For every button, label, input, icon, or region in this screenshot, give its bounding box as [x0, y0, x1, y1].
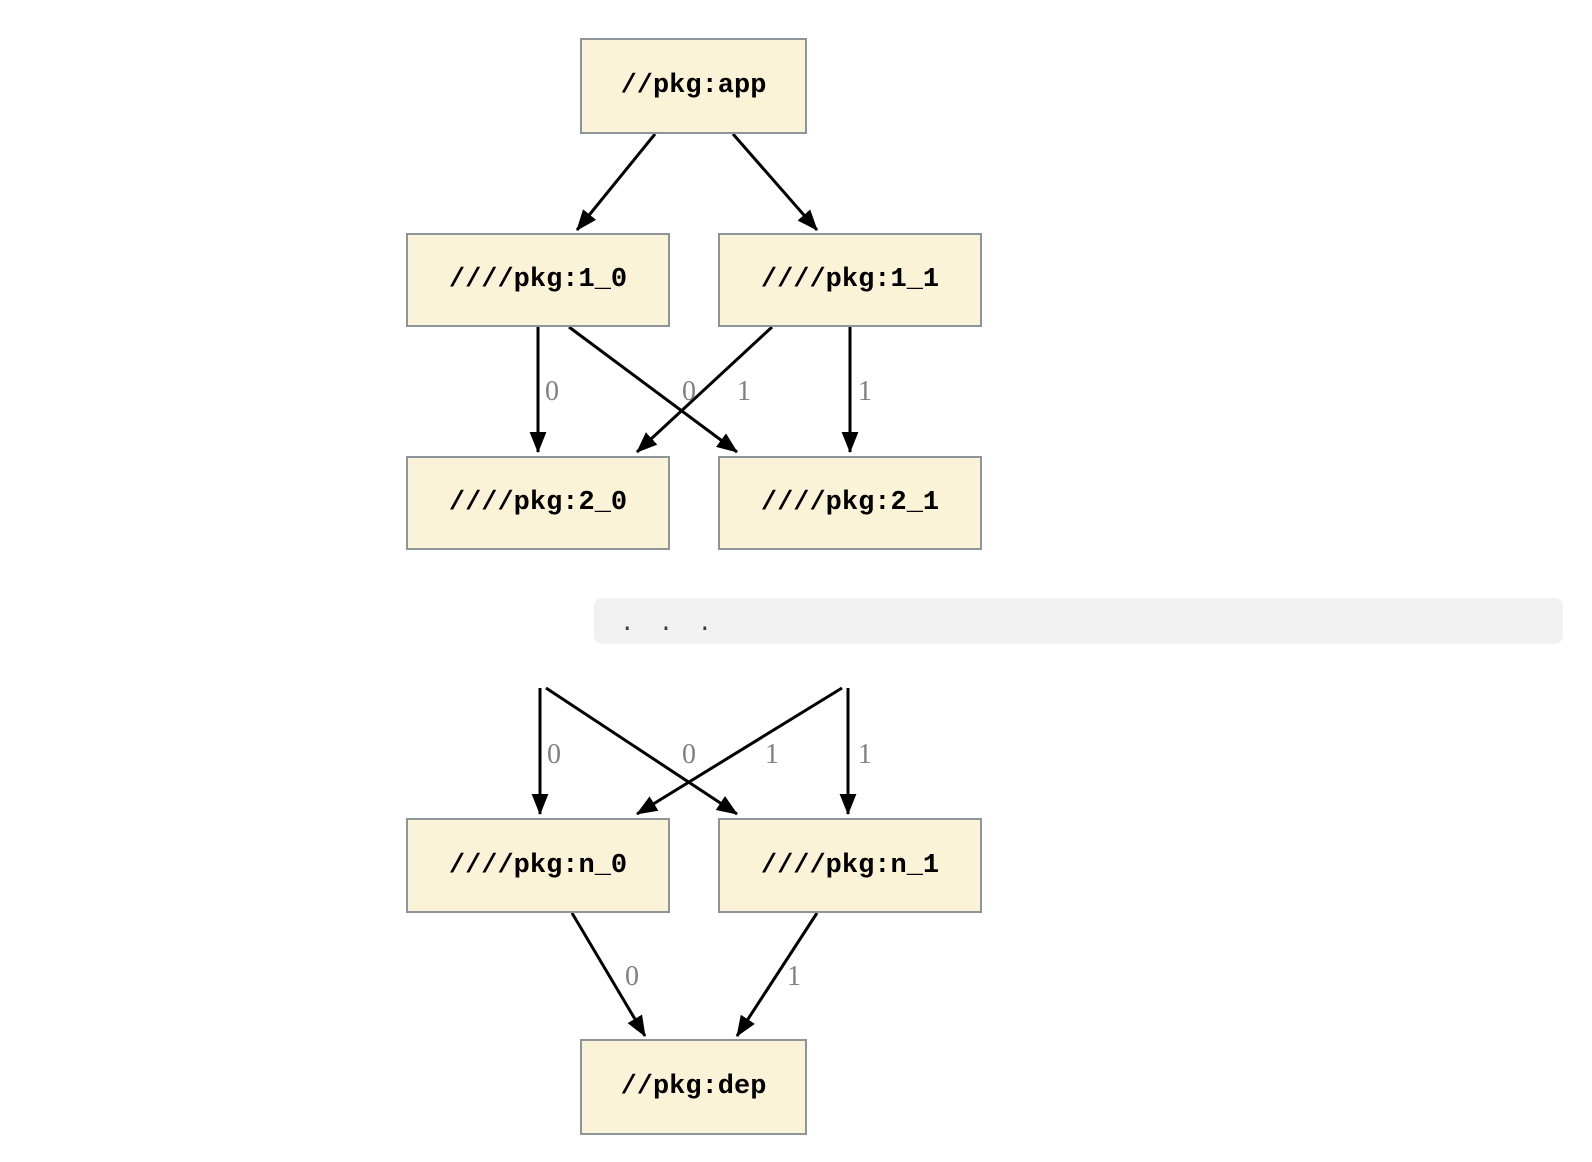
- edge-n_1-to-dep: [735, 912, 819, 1037]
- node-pkg-dep: //pkg:dep: [580, 1039, 807, 1135]
- edge-label: 0: [545, 376, 559, 407]
- edge-label: 1: [765, 739, 779, 770]
- edge-1_1-to-2_0: [635, 325, 774, 454]
- edge-1_0-to-2_1: [568, 325, 738, 454]
- edge-dots-to-n_1-diagonal: [545, 686, 738, 816]
- node-label: ////pkg:n_0: [448, 850, 628, 881]
- edge-label: 0: [625, 961, 639, 992]
- edge-app-to-1_1: [731, 133, 819, 231]
- edge-n_0-to-dep: [570, 912, 647, 1037]
- edge-label: 1: [787, 961, 801, 992]
- ellipsis-bar: . . .: [594, 598, 1563, 644]
- edge-dots-to-n_0-diagonal: [636, 686, 843, 816]
- edge-label: 1: [737, 376, 751, 407]
- node-label: ////pkg:1_0: [448, 265, 628, 295]
- node-label: //pkg:app: [620, 71, 767, 101]
- node-label: ////pkg:n_1: [760, 850, 940, 881]
- edge-label: 0: [682, 376, 696, 407]
- node-label: ////pkg:1_1: [760, 265, 940, 295]
- node-pkg-2_0: ////pkg:2_0: [406, 456, 670, 550]
- node-pkg-2_1: ////pkg:2_1: [718, 456, 982, 550]
- ellipsis-text: . . .: [620, 610, 718, 638]
- edge-label: 0: [682, 739, 696, 770]
- node-pkg-n_1: ////pkg:n_1: [718, 818, 982, 913]
- node-pkg-1_1: ////pkg:1_1: [718, 233, 982, 327]
- node-label: //pkg:dep: [620, 1072, 767, 1102]
- edge-label: 1: [858, 376, 872, 407]
- node-pkg-1_0: ////pkg:1_0: [406, 233, 670, 327]
- node-pkg-app: //pkg:app: [580, 38, 807, 134]
- edge-label: 1: [858, 739, 872, 770]
- node-label: ////pkg:2_0: [448, 488, 628, 518]
- node-label: ////pkg:2_1: [760, 488, 940, 518]
- edge-app-to-1_0: [575, 133, 657, 231]
- edge-label: 0: [547, 739, 561, 770]
- node-pkg-n_0: ////pkg:n_0: [406, 818, 670, 913]
